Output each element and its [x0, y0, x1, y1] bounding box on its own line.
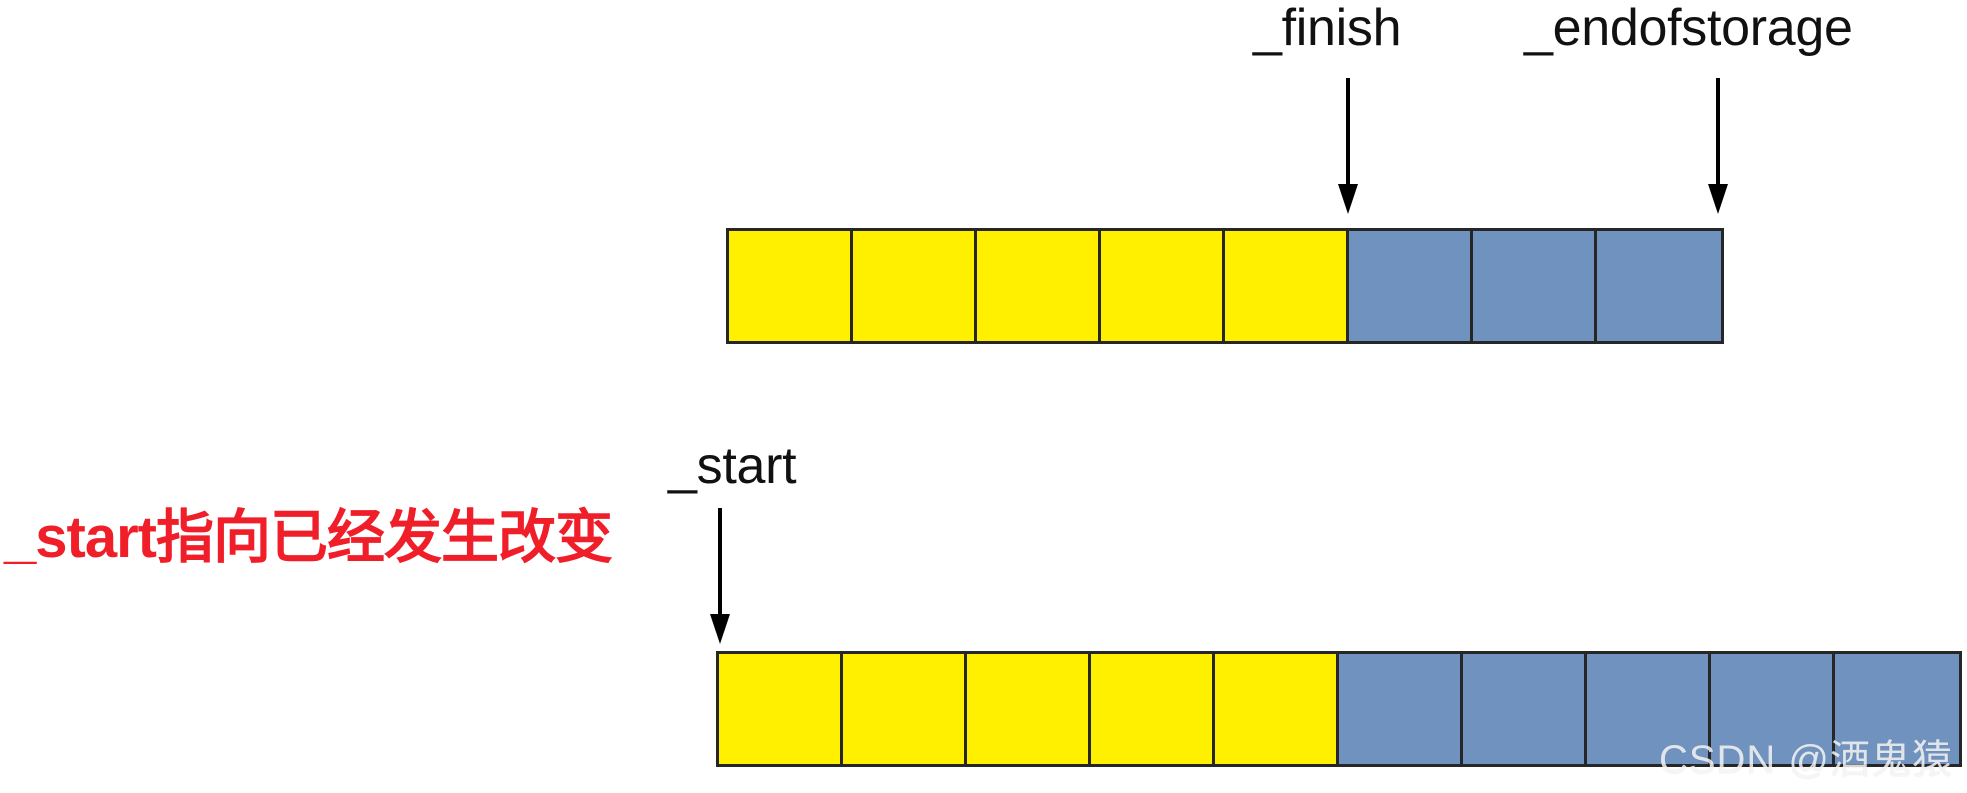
memory-cell-used	[843, 654, 967, 764]
arrow-shaft	[1346, 78, 1350, 188]
memory-cell-used	[967, 654, 1091, 764]
arrow-head	[1338, 184, 1358, 214]
memory-row-bottom	[716, 651, 1962, 767]
pointer-label-endofstorage: _endofstorage	[1524, 0, 1853, 57]
memory-cell-free	[1339, 654, 1463, 764]
down-arrow-icon-endofstorage	[1705, 78, 1731, 214]
memory-cell-free	[1711, 654, 1835, 764]
arrow-head	[710, 614, 730, 644]
annotation-start-changed: _start指向已经发生改变	[4, 505, 613, 570]
memory-cell-free	[1473, 231, 1597, 341]
memory-cell-free	[1587, 654, 1711, 764]
pointer-label-start: _start	[668, 437, 797, 495]
arrow-head	[1708, 184, 1728, 214]
pointer-label-finish: _finish	[1253, 0, 1402, 57]
memory-cell-used	[1225, 231, 1349, 341]
arrow-shaft	[718, 508, 722, 618]
memory-cell-used	[1091, 654, 1215, 764]
memory-cell-free	[1349, 231, 1473, 341]
memory-row-top	[726, 228, 1724, 344]
memory-cell-free	[1835, 654, 1959, 764]
memory-cell-used	[729, 231, 853, 341]
memory-cell-used	[977, 231, 1101, 341]
down-arrow-icon-start	[707, 508, 733, 644]
memory-cell-used	[853, 231, 977, 341]
memory-cell-used	[1101, 231, 1225, 341]
down-arrow-icon-finish	[1335, 78, 1361, 214]
memory-cell-free	[1463, 654, 1587, 764]
memory-cell-used	[719, 654, 843, 764]
memory-cell-used	[1215, 654, 1339, 764]
memory-cell-free	[1597, 231, 1721, 341]
arrow-shaft	[1716, 78, 1720, 188]
